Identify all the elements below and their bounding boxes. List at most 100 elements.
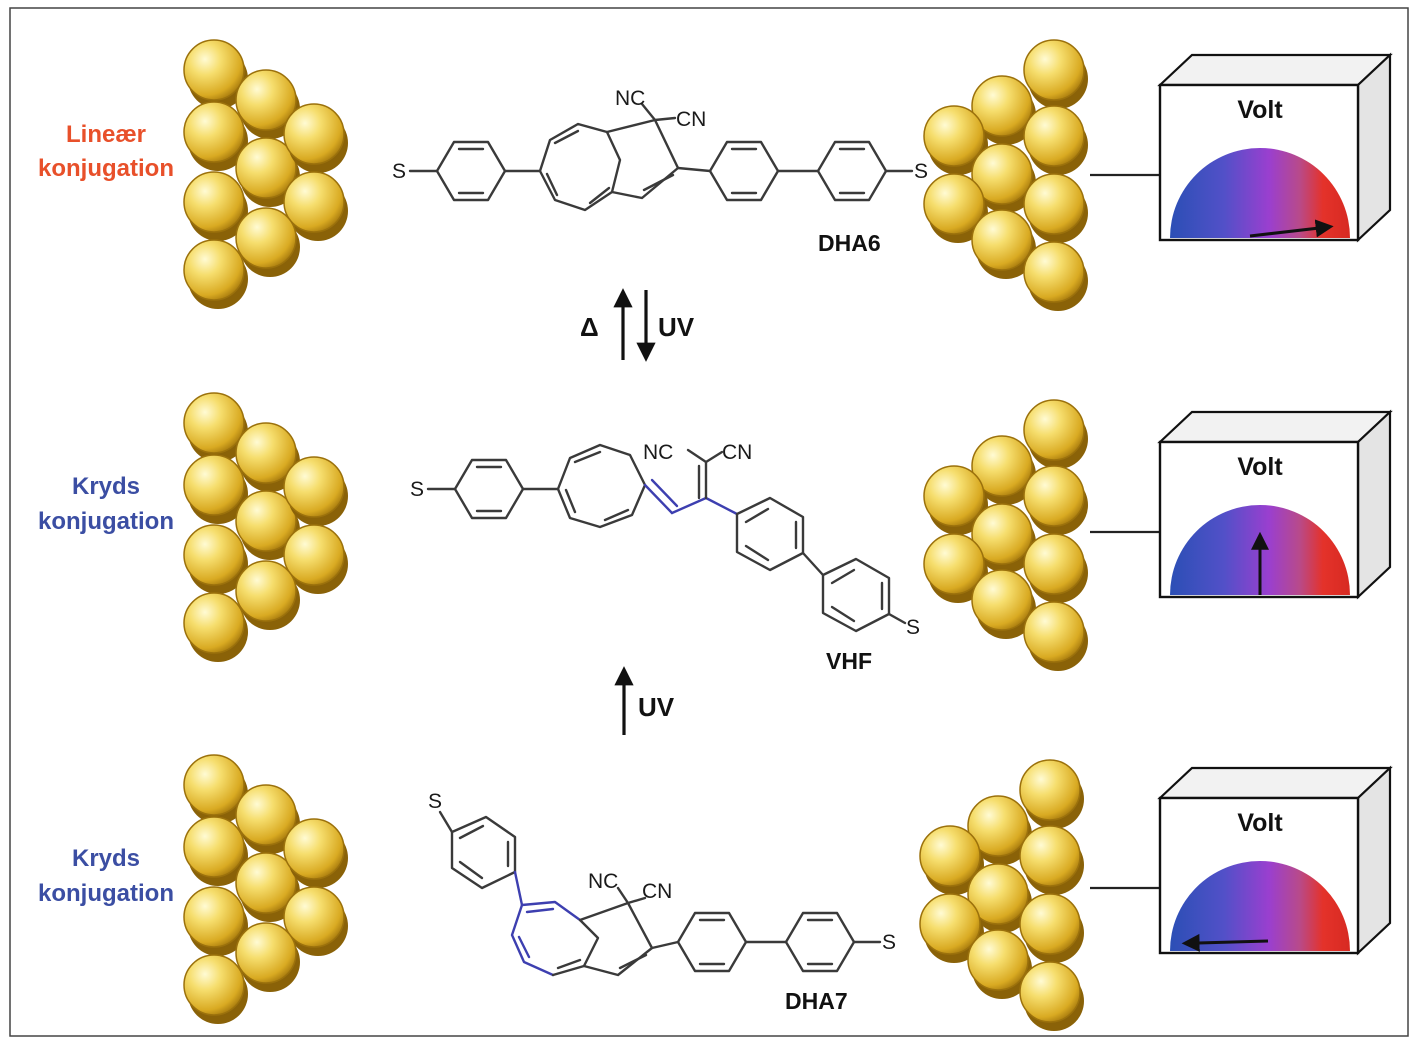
gold-atom	[283, 818, 348, 888]
nitrile-label-cn: CN	[642, 880, 672, 903]
row-label-2: Kryds konjugation	[38, 473, 174, 535]
gold-atom	[1019, 893, 1084, 963]
gold-atom	[919, 825, 984, 895]
row-label-line2: konjugation	[38, 880, 174, 907]
gold-atom	[283, 886, 348, 956]
gauge-needle	[1181, 933, 1269, 952]
gold-atom	[967, 863, 1032, 933]
nitrile-label-nc: NC	[615, 87, 645, 110]
gold-atom	[183, 886, 248, 956]
molecule-vhf: S NC CN S VHF	[410, 441, 920, 674]
gold-cluster-left-3	[183, 754, 348, 1024]
gauge-dial	[1170, 861, 1350, 951]
gauge-needle	[1249, 219, 1334, 238]
gold-cluster-left-1	[183, 39, 348, 309]
voltmeter-3: Volt	[1090, 765, 1393, 956]
meter-box-top	[1157, 410, 1393, 444]
gold-atom	[235, 560, 300, 630]
gold-atom	[1023, 173, 1088, 243]
row-label-line1: Lineær	[66, 121, 146, 148]
meter-box-top	[1157, 766, 1393, 800]
gold-atom	[183, 392, 248, 462]
voltmeter-1: Volt	[1090, 52, 1393, 243]
row-label-line1: Kryds	[72, 473, 140, 500]
gold-atom	[967, 795, 1032, 865]
gold-atom	[1019, 759, 1084, 829]
meter-box-top	[1157, 53, 1393, 87]
nitrile-label-cn: CN	[676, 108, 706, 131]
gold-atom	[971, 569, 1036, 639]
nitrile-label-nc: NC	[588, 870, 618, 893]
gold-atom	[1023, 601, 1088, 671]
gold-atom	[923, 533, 988, 603]
gold-atom	[1023, 241, 1088, 311]
gold-atom	[923, 105, 988, 175]
gold-atom	[1023, 39, 1088, 109]
figure-border	[9, 7, 1409, 1037]
equilibrium-arrows: Δ UV	[580, 288, 695, 362]
compound-label-vhf: VHF	[826, 648, 872, 674]
gauge-dial	[1170, 148, 1350, 238]
gold-atom	[283, 171, 348, 241]
sulfur-atom-left: S	[392, 160, 406, 183]
gold-atom	[971, 143, 1036, 213]
gold-atom	[1023, 105, 1088, 175]
uv-label-top: UV	[658, 312, 695, 342]
gold-atom	[971, 75, 1036, 145]
uv-label-bottom: UV	[638, 692, 675, 722]
gold-atom	[183, 171, 248, 241]
row-label-line1: Kryds	[72, 845, 140, 872]
gold-cluster-left-2	[183, 392, 348, 662]
gold-atom	[283, 103, 348, 173]
gold-atom	[1023, 533, 1088, 603]
gold-atom	[183, 454, 248, 524]
sulfur-atom-left: S	[428, 790, 442, 813]
row-label-line2: konjugation	[38, 155, 174, 182]
row-label-1: Lineær konjugation	[38, 121, 174, 182]
gold-cluster-right-1	[923, 39, 1088, 311]
gold-atom	[183, 524, 248, 594]
meter-box-side	[1356, 409, 1392, 600]
gold-atom	[923, 465, 988, 535]
molecule-dha6: S NC CN S DHA6	[392, 87, 928, 256]
gold-atom	[923, 173, 988, 243]
sulfur-atom-right: S	[882, 931, 896, 954]
gold-atom	[971, 209, 1036, 279]
meter-title: Volt	[1237, 453, 1283, 481]
gold-atom	[183, 816, 248, 886]
row-label-line2: konjugation	[38, 508, 174, 535]
gold-atom	[1023, 399, 1088, 469]
gold-atom	[183, 754, 248, 824]
uv-arrow: UV	[614, 666, 675, 735]
gold-electrode-clusters	[183, 39, 1088, 1031]
gold-atom	[183, 954, 248, 1024]
gold-atom	[235, 207, 300, 277]
heat-delta-label: Δ	[580, 312, 599, 342]
voltmeter-2: Volt	[1090, 409, 1393, 600]
meter-box-side	[1356, 52, 1392, 243]
sulfur-atom-left: S	[410, 478, 424, 501]
gold-cluster-right-2	[923, 399, 1088, 671]
compound-label-dha6: DHA6	[818, 230, 881, 256]
row-label-3: Kryds konjugation	[38, 845, 174, 907]
gold-atom	[1023, 465, 1088, 535]
sulfur-atom-right: S	[914, 160, 928, 183]
compound-label-dha7: DHA7	[785, 988, 848, 1014]
gold-atom	[1019, 961, 1084, 1031]
gold-atom	[183, 39, 248, 109]
gold-atom	[971, 503, 1036, 573]
meter-title: Volt	[1237, 96, 1283, 124]
nitrile-label-cn: CN	[722, 441, 752, 464]
sulfur-atom-right: S	[906, 616, 920, 639]
gold-cluster-right-3	[919, 759, 1084, 1031]
meter-box-side	[1356, 765, 1392, 956]
gold-atom	[235, 69, 300, 139]
gold-atom	[235, 922, 300, 992]
gold-atom	[967, 929, 1032, 999]
molecule-dha7: S NC CN S DHA7	[428, 790, 896, 1014]
meter-title: Volt	[1237, 809, 1283, 837]
gold-atom	[919, 893, 984, 963]
